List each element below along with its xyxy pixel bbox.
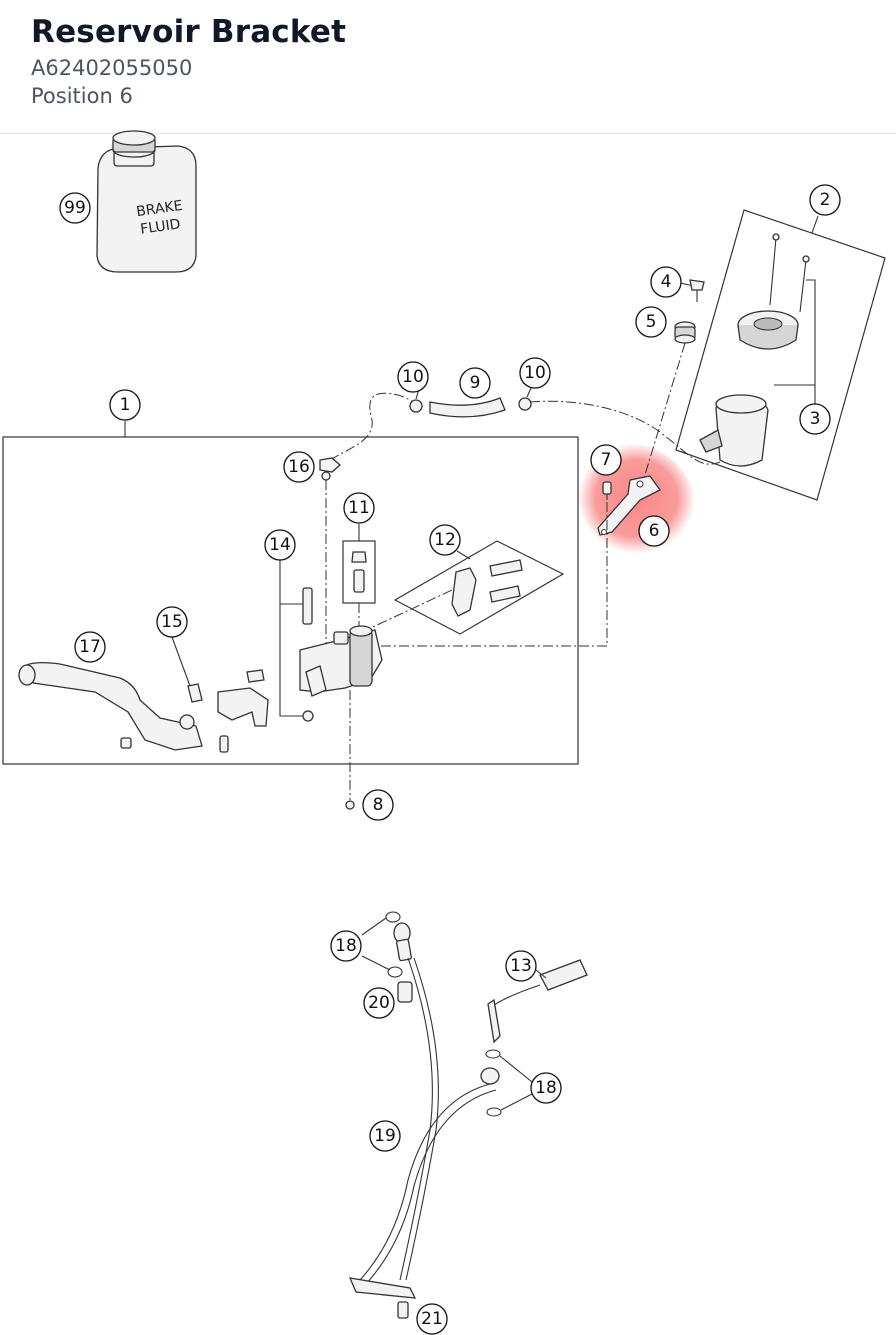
svg-text:8: 8 xyxy=(373,795,384,815)
callout-10-right[interactable]: 10 xyxy=(519,357,551,389)
page-title: Reservoir Bracket xyxy=(31,14,347,50)
svg-text:1: 1 xyxy=(120,395,131,415)
page-header: Reservoir Bracket A62402055050 Position … xyxy=(0,0,896,134)
pivot-pin xyxy=(279,560,314,722)
callout-12[interactable]: 12 xyxy=(429,524,461,556)
svg-text:2: 2 xyxy=(820,190,831,210)
svg-text:17: 17 xyxy=(79,637,101,657)
svg-text:12: 12 xyxy=(434,530,456,550)
svg-text:16: 16 xyxy=(288,457,310,477)
callout-6[interactable]: 6 xyxy=(638,515,670,547)
svg-text:14: 14 xyxy=(269,535,291,555)
svg-text:99: 99 xyxy=(64,198,86,218)
piston-kit xyxy=(344,540,565,641)
reservoir-bracket xyxy=(375,475,661,647)
brake-fluid-can: BRAKE FLUID xyxy=(96,130,197,273)
callout-18-lower[interactable]: 18 xyxy=(530,1072,562,1104)
callout-8[interactable]: 8 xyxy=(362,789,394,821)
callout-17[interactable]: 17 xyxy=(74,631,106,663)
lever-clip xyxy=(171,636,269,727)
brake-lever xyxy=(18,662,229,753)
callout-14[interactable]: 14 xyxy=(264,529,296,561)
svg-text:9: 9 xyxy=(470,373,481,393)
callout-19[interactable]: 19 xyxy=(369,1120,401,1152)
washer xyxy=(345,800,355,810)
svg-text:11: 11 xyxy=(348,498,370,518)
callout-16[interactable]: 16 xyxy=(283,451,315,483)
callout-4[interactable]: 4 xyxy=(650,266,682,298)
svg-text:21: 21 xyxy=(421,1309,443,1329)
brake-lines xyxy=(348,911,588,1319)
banjo-fitting xyxy=(319,457,341,645)
svg-text:4: 4 xyxy=(661,272,672,292)
callout-99[interactable]: 99 xyxy=(59,192,91,224)
callout-21[interactable]: 21 xyxy=(416,1303,448,1335)
callout-20[interactable]: 20 xyxy=(363,987,395,1019)
svg-text:10: 10 xyxy=(524,363,546,383)
callout-1[interactable]: 1 xyxy=(109,389,141,421)
callout-7[interactable]: 7 xyxy=(590,444,622,476)
callout-9[interactable]: 9 xyxy=(459,367,491,399)
callout-11[interactable]: 11 xyxy=(343,492,375,524)
reservoir-assembly xyxy=(675,209,886,501)
svg-text:20: 20 xyxy=(368,993,390,1013)
master-cylinder-box xyxy=(2,436,579,765)
svg-text:15: 15 xyxy=(161,612,183,632)
bleeder-kit xyxy=(342,524,376,630)
fluid-label-line1: BRAKE xyxy=(135,198,183,220)
callout-3[interactable]: 3 xyxy=(799,403,831,435)
part-number: A62402055050 xyxy=(31,56,193,80)
callout-2[interactable]: 2 xyxy=(809,184,841,216)
svg-text:13: 13 xyxy=(510,956,532,976)
fluid-label-line2: FLUID xyxy=(139,216,181,237)
callout-15[interactable]: 15 xyxy=(156,606,188,638)
svg-text:6: 6 xyxy=(649,521,660,541)
svg-text:10: 10 xyxy=(402,367,424,387)
svg-text:18: 18 xyxy=(335,936,357,956)
callout-5[interactable]: 5 xyxy=(635,306,667,338)
reservoir-hose xyxy=(329,387,721,465)
callout-18-upper[interactable]: 18 xyxy=(330,930,362,962)
callout-13[interactable]: 13 xyxy=(505,950,537,982)
callout-10-left[interactable]: 10 xyxy=(397,361,429,393)
master-cylinder-body xyxy=(299,625,383,800)
svg-text:7: 7 xyxy=(601,450,612,470)
svg-text:19: 19 xyxy=(374,1126,396,1146)
position-label: Position 6 xyxy=(31,84,133,108)
svg-text:18: 18 xyxy=(535,1078,557,1098)
svg-text:5: 5 xyxy=(646,312,657,332)
cap-and-grommet xyxy=(643,279,705,479)
svg-text:3: 3 xyxy=(810,409,821,429)
